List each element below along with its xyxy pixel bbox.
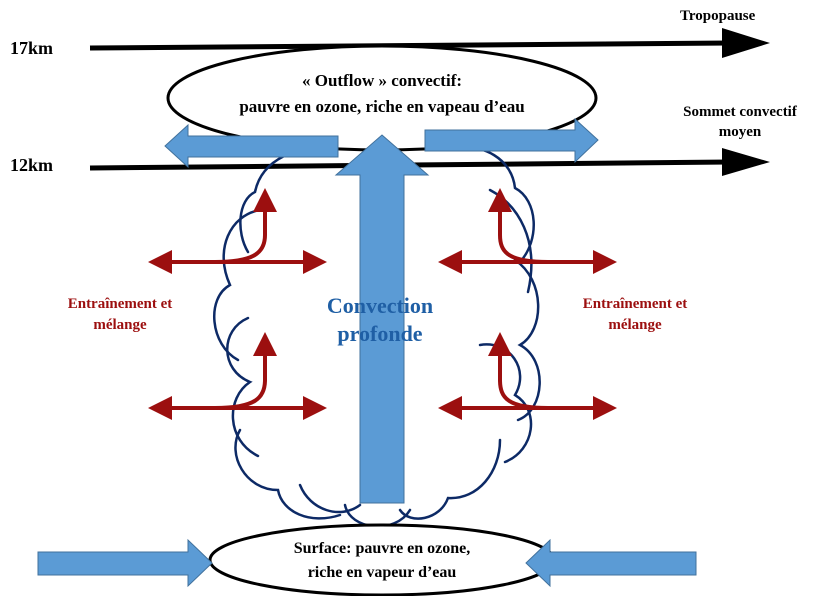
convective-altitude-label: 12km xyxy=(10,155,54,175)
outflow-label: « Outflow » convectif: pauvre en ozone, … xyxy=(182,68,582,120)
convective-top-label: Sommet convectif moyen xyxy=(660,102,820,142)
surface-label: Surface: pauvre en ozone, riche en vapeu… xyxy=(222,537,542,585)
deep-convection-label-line1: Convection xyxy=(326,293,434,318)
outflow-arrow-left xyxy=(164,123,339,169)
entrainment-arrow-lower-right xyxy=(455,352,600,410)
tropopause-altitude-label: 17km xyxy=(10,38,54,58)
convective-top-label-line2: moyen xyxy=(718,124,762,140)
entrainment-arrow-upper-left xyxy=(165,208,310,264)
entrainment-label-right: Entraînement et mélange xyxy=(555,294,715,336)
entrainment-arrow-lower-left xyxy=(165,352,310,410)
deep-convection-label: Convection profonde xyxy=(300,292,460,348)
entrainment-label-left: Entraînement et mélange xyxy=(40,294,200,336)
surface-arrow-left xyxy=(37,538,213,588)
outflow-arrow-right xyxy=(424,117,599,164)
outflow-label-line1: « Outflow » convectif: xyxy=(301,71,463,90)
entrainment-label-right-line1: Entraînement et xyxy=(582,296,688,312)
tropopause-label: Tropopause xyxy=(680,8,756,24)
surface-label-line1: Surface: pauvre en ozone, xyxy=(293,540,471,557)
deep-convection-arrow xyxy=(334,134,430,504)
surface-arrow-right xyxy=(525,538,697,588)
outflow-label-line2: pauvre en ozone, riche en vapeau d’eau xyxy=(239,97,525,116)
entrainment-arrowheads xyxy=(148,188,617,420)
entrainment-label-left-line1: Entraînement et xyxy=(67,296,173,312)
convective-top-label-line1: Sommet convectif xyxy=(683,104,797,120)
entrainment-label-left-line2: mélange xyxy=(93,317,147,333)
surface-label-line2: riche en vapeur d’eau xyxy=(307,564,457,581)
entrainment-arrows xyxy=(165,208,600,410)
entrainment-label-right-line2: mélange xyxy=(608,317,662,333)
deep-convection-label-line2: profonde xyxy=(337,321,423,346)
entrainment-arrow-upper-right xyxy=(455,208,600,264)
